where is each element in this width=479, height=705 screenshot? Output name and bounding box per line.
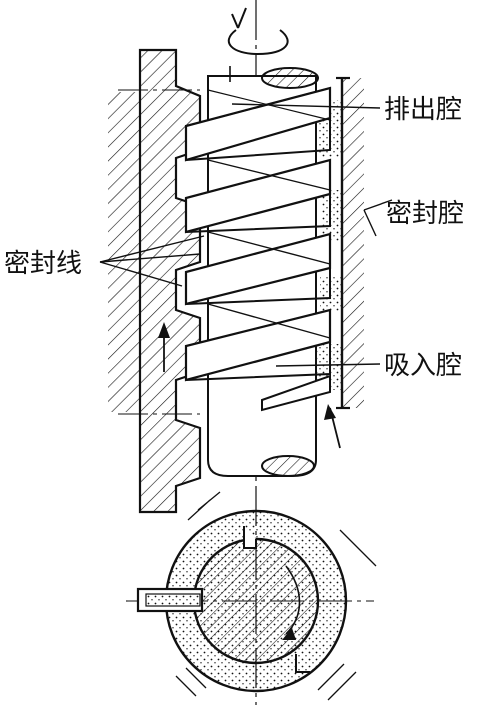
left-wall-hatch [108,92,140,412]
label-seal-line: 密封线 [4,249,82,279]
label-discharge-chamber: 排出腔 [384,95,462,125]
left-stator [118,48,202,514]
leader-lines [99,103,393,367]
label-suction-chamber: 吸入腔 [384,351,462,381]
flow-arrow-left-icon [158,322,170,372]
screw-rotor [184,66,332,477]
flow-arrow-right-icon [324,404,341,449]
label-sealed-chamber: 密封腔 [386,199,464,229]
rotation-arrow-icon [228,7,289,56]
cross-section [126,491,377,701]
